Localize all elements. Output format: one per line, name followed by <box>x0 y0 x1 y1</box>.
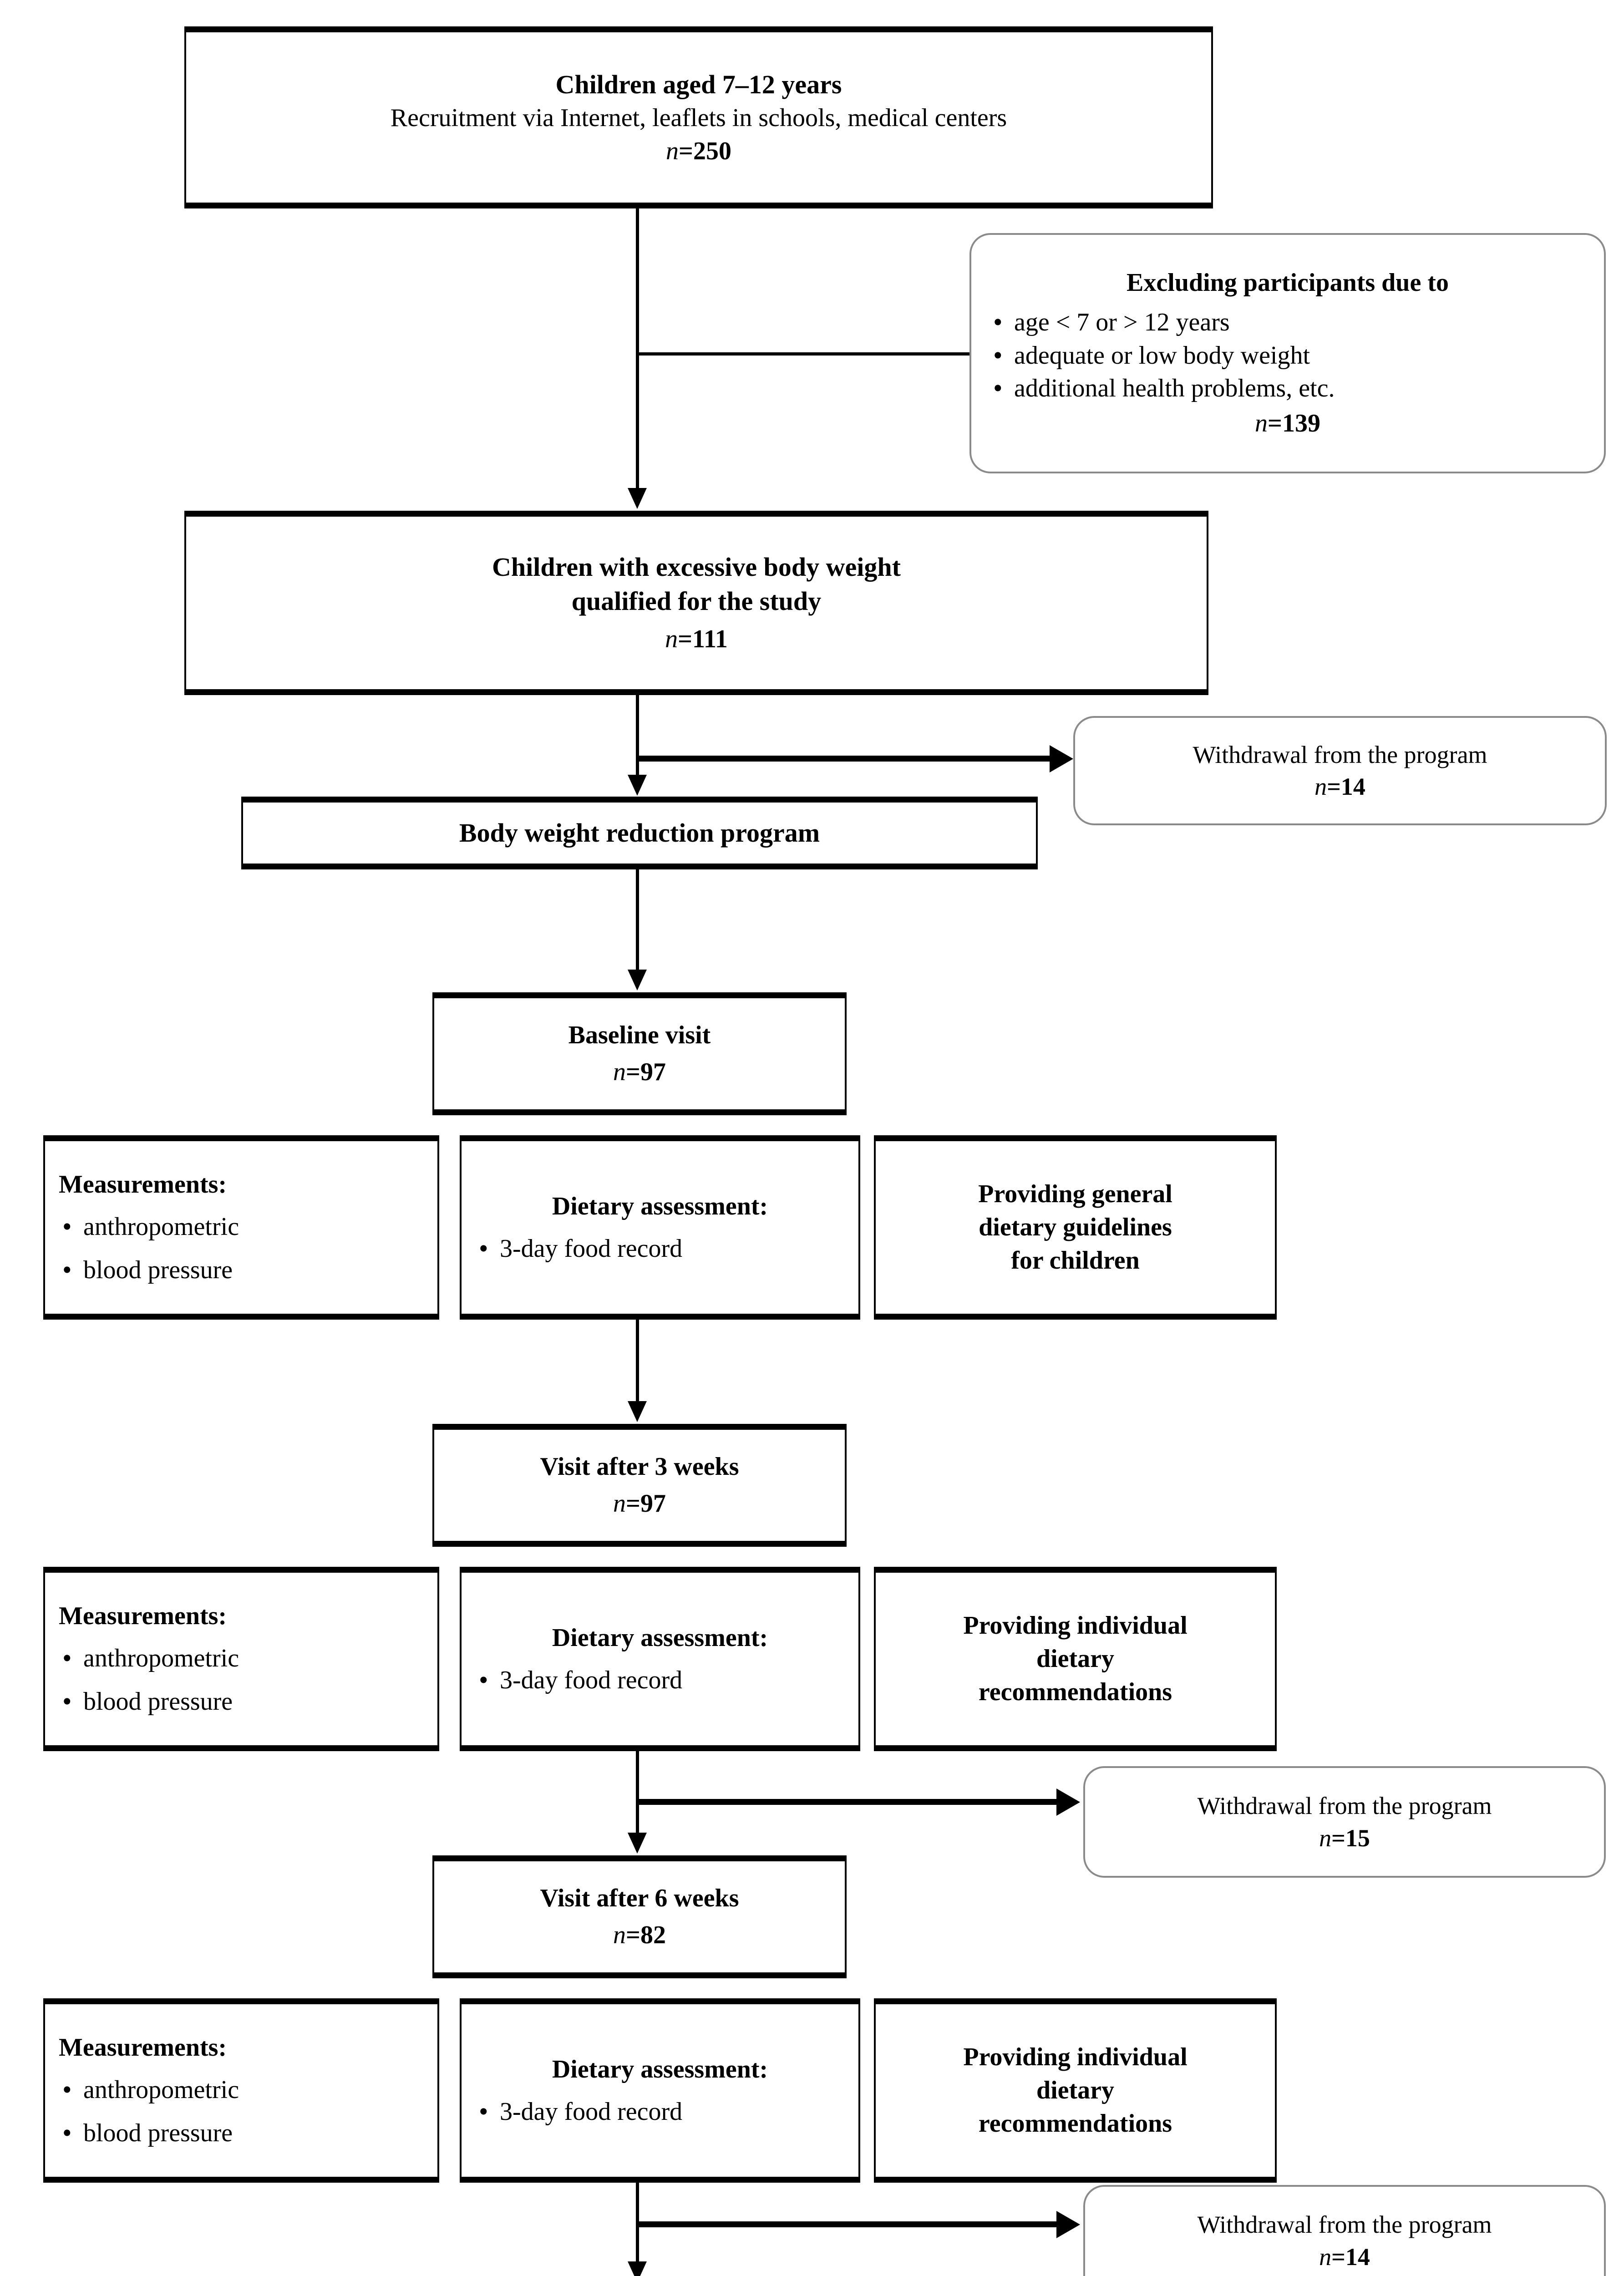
node-qualified: Children with excessive body weight qual… <box>184 511 1208 695</box>
providing-line1: Providing individual <box>963 1611 1188 1640</box>
dietary-heading: Dietary assessment: <box>552 2055 768 2083</box>
recruitment-count: n=250 <box>666 137 731 165</box>
withdrawal-2-label: Withdrawal from the program <box>1197 1792 1492 1820</box>
qualified-count: n=111 <box>665 625 728 654</box>
connector-qualified-to-program <box>636 695 639 777</box>
excluded-count: n=139 <box>1255 409 1320 438</box>
recruitment-line2: Recruitment via Internet, leaflets in sc… <box>390 103 1007 132</box>
list-item: blood pressure <box>59 2116 239 2150</box>
node-recruitment: Children aged 7–12 years Recruitment via… <box>184 26 1213 208</box>
list-item: 3-day food record <box>475 2094 682 2129</box>
arrowhead-baseline-to-visit3w <box>628 1401 647 1422</box>
withdrawal-2-count: n=15 <box>1319 1824 1370 1852</box>
measurements-heading: Measurements: <box>59 1602 227 1631</box>
excluded-heading: Excluding participants due to <box>1127 269 1449 297</box>
qualified-line1: Children with excessive body weight <box>492 552 901 582</box>
measurements-heading: Measurements: <box>59 2033 227 2062</box>
qualified-line2: qualified for the study <box>571 586 822 616</box>
providing-line3: for children <box>1011 1246 1140 1275</box>
node-withdrawal-1: Withdrawal from the program n=14 <box>1073 716 1607 825</box>
excluded-bullet: age < 7 or > 12 years <box>990 305 1586 340</box>
dietary-list: 3-day food record <box>475 2094 682 2129</box>
dietary-list: 3-day food record <box>475 1663 682 1697</box>
providing-line2: dietary guidelines <box>979 1213 1172 1242</box>
measurements-list: anthropometric blood pressure <box>59 1209 239 1287</box>
connector-recruitment-to-qualified <box>636 208 639 491</box>
node-visit-3w: Visit after 3 weeks n=97 <box>432 1424 847 1547</box>
measurements-list: anthropometric blood pressure <box>59 2073 239 2150</box>
node-baseline-visit: Baseline visit n=97 <box>432 992 847 1115</box>
excluded-bullet: adequate or low body weight <box>990 338 1586 373</box>
card-providing-3w: Providing individual dietary recommendat… <box>874 1567 1277 1751</box>
arrowhead-3w-to-withdrawal2 <box>1056 1788 1080 1816</box>
node-program: Body weight reduction program <box>241 797 1038 869</box>
arrowhead-recruitment-to-qualified <box>628 488 647 509</box>
card-measurements-3w: Measurements: anthropometric blood press… <box>43 1567 439 1751</box>
card-measurements-6w: Measurements: anthropometric blood press… <box>43 1998 439 2183</box>
visit-6w-count: n=82 <box>613 1921 666 1949</box>
excluded-bullets: age < 7 or > 12 years adequate or low bo… <box>990 305 1586 406</box>
excluded-bullet: additional health problems, etc. <box>990 371 1586 406</box>
list-item: 3-day food record <box>475 1663 682 1697</box>
baseline-visit-label: Baseline visit <box>568 1021 711 1050</box>
arrowhead-6w-to-withdrawal3 <box>1056 2211 1080 2238</box>
connector-3w-to-visit6w <box>636 1751 639 1835</box>
withdrawal-1-label: Withdrawal from the program <box>1193 741 1487 768</box>
providing-line3: recommendations <box>978 2109 1172 2138</box>
withdrawal-1-count: n=14 <box>1314 773 1365 800</box>
list-item: anthropometric <box>59 1641 239 1676</box>
node-withdrawal-2: Withdrawal from the program n=15 <box>1083 1766 1606 1878</box>
recruitment-line1: Children aged 7–12 years <box>555 69 842 99</box>
dietary-list: 3-day food record <box>475 1231 682 1266</box>
arrowhead-6w-to-visit9w <box>628 2261 647 2276</box>
list-item: blood pressure <box>59 1253 239 1287</box>
withdrawal-3-count: n=14 <box>1319 2243 1370 2271</box>
dietary-heading: Dietary assessment: <box>552 1192 768 1220</box>
arrowhead-3w-to-visit6w <box>628 1833 647 1854</box>
connector-6w-to-withdrawal3 <box>636 2221 1059 2227</box>
dietary-heading: Dietary assessment: <box>552 1623 768 1652</box>
card-dietary-6w: Dietary assessment: 3-day food record <box>460 1998 860 2183</box>
list-item: anthropometric <box>59 2073 239 2107</box>
list-item: blood pressure <box>59 1684 239 1719</box>
node-visit-6w: Visit after 6 weeks n=82 <box>432 1855 847 1978</box>
connector-baseline-to-visit3w <box>636 1320 639 1404</box>
measurements-list: anthropometric blood pressure <box>59 1641 239 1719</box>
providing-line3: recommendations <box>978 1677 1172 1706</box>
arrowhead-qualified-to-program <box>628 775 647 796</box>
baseline-visit-count: n=97 <box>613 1058 666 1086</box>
providing-line1: Providing general <box>978 1180 1172 1209</box>
card-measurements-baseline: Measurements: anthropometric blood press… <box>43 1135 439 1320</box>
connector-3w-to-withdrawal2 <box>636 1799 1059 1805</box>
card-dietary-3w: Dietary assessment: 3-day food record <box>460 1567 860 1751</box>
visit-3w-label: Visit after 3 weeks <box>540 1453 739 1481</box>
connector-program-to-baseline <box>636 869 639 972</box>
providing-line1: Providing individual <box>963 2043 1188 2072</box>
list-item: anthropometric <box>59 1209 239 1244</box>
visit-6w-label: Visit after 6 weeks <box>540 1884 739 1913</box>
arrowhead-qualified-to-withdrawal1 <box>1050 745 1073 772</box>
card-dietary-baseline: Dietary assessment: 3-day food record <box>460 1135 860 1320</box>
measurements-heading: Measurements: <box>59 1170 227 1199</box>
program-label: Body weight reduction program <box>459 818 820 848</box>
providing-line2: dietary <box>1036 1645 1115 1673</box>
providing-line2: dietary <box>1036 2076 1115 2105</box>
arrowhead-program-to-baseline <box>628 970 647 991</box>
withdrawal-3-label: Withdrawal from the program <box>1197 2211 1492 2239</box>
node-excluded: Excluding participants due to age < 7 or… <box>969 233 1606 473</box>
list-item: 3-day food record <box>475 1231 682 1266</box>
card-providing-6w: Providing individual dietary recommendat… <box>874 1998 1277 2183</box>
visit-3w-count: n=97 <box>613 1489 666 1518</box>
connector-recruitment-to-excluded <box>636 352 1048 356</box>
card-providing-baseline: Providing general dietary guidelines for… <box>874 1135 1277 1320</box>
node-withdrawal-3: Withdrawal from the program n=14 <box>1083 2185 1606 2276</box>
connector-qualified-to-withdrawal1 <box>636 756 1052 762</box>
